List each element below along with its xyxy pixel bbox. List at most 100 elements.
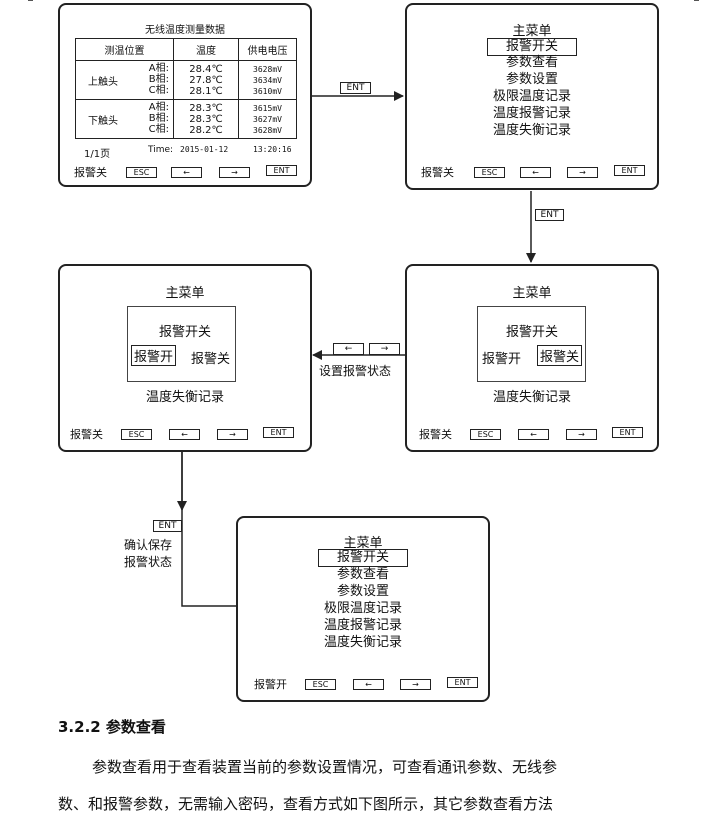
row-label-upper: 上触头 (88, 77, 118, 88)
paragraph-line-2: 数、和报警参数，无需输入密码，查看方式如下图所示，其它参数查看方法 (58, 795, 554, 813)
menu-title: 主菜单 (512, 24, 552, 39)
menu-item-param-view[interactable]: 参数查看 (336, 567, 389, 582)
upper-temp-c: 28.1℃ (189, 85, 223, 97)
panel-temperature-data: 无线温度测量数据 测温位置 温度 供电电压 上触头 A相: B相: C相: 28… (58, 3, 312, 187)
ent-button[interactable]: ENT (263, 427, 294, 438)
menu-item-temp-alarm[interactable]: 温度报警记录 (323, 618, 402, 633)
time-value: 13:20:16 (253, 145, 292, 154)
arrow1-ent-key: ENT (340, 82, 371, 94)
esc-button[interactable]: ESC (126, 167, 157, 178)
panel-alarm-switch-off: 主菜单 报警开关 报警开 报警关 温度失衡记录 报警关 ESC ← → ENT (405, 264, 659, 452)
top-rule-right (694, 0, 699, 1)
alarm-switch-dialog (477, 306, 586, 382)
menu-title: 主菜单 (512, 286, 552, 301)
arrow4-label-line1: 确认保存 (124, 538, 173, 552)
ent-button[interactable]: ENT (266, 165, 297, 176)
page-indicator: 1/1页 (84, 149, 111, 160)
menu-title: 主菜单 (343, 536, 383, 551)
panel-alarm-switch-on: 主菜单 报警开关 报警开 报警关 温度失衡记录 报警关 ESC ← → ENT (58, 264, 312, 452)
arrow3-label: 设置报警状态 (319, 364, 392, 378)
col-header-position: 测温位置 (75, 38, 174, 61)
arrow3-left-key: ← (333, 343, 364, 355)
alarm-status-label: 报警关 (421, 166, 454, 179)
ent-button[interactable]: ENT (447, 677, 478, 688)
dialog-title: 报警开关 (158, 325, 211, 340)
lower-temp-a: 28.3℃ (189, 102, 223, 114)
alarm-switch-dialog (127, 306, 236, 382)
option-alarm-on[interactable]: 报警开 (131, 345, 177, 366)
upper-phase-b: B相: (148, 74, 169, 85)
lower-volt-c: 3628mV (253, 125, 282, 135)
alarm-status-label: 报警开 (254, 678, 287, 691)
upper-volt-a: 3628mV (253, 64, 282, 74)
arrow3-right-key: → (369, 343, 400, 355)
row-label-lower: 下触头 (88, 116, 118, 127)
menu-item-alarm-switch[interactable]: 报警开关 (486, 38, 577, 56)
menu-item-param-set[interactable]: 参数设置 (336, 584, 389, 599)
temperature-table: 测温位置 温度 供电电压 上触头 A相: B相: C相: 28.4℃ 27.8℃… (75, 38, 297, 139)
esc-button[interactable]: ESC (121, 429, 152, 440)
right-arrow-button[interactable]: → (219, 167, 250, 178)
col-header-voltage: 供电电压 (238, 38, 297, 61)
upper-temp-b: 27.8℃ (189, 74, 223, 86)
top-rule-left (28, 0, 33, 1)
alarm-status-label: 报警关 (74, 166, 107, 179)
left-arrow-button[interactable]: ← (171, 167, 202, 178)
lower-volt-a: 3615mV (253, 103, 282, 113)
section-heading: 3.2.2 参数查看 (58, 718, 166, 736)
dialog-title: 报警开关 (505, 325, 558, 340)
esc-button[interactable]: ESC (305, 679, 336, 690)
upper-temp-a: 28.4℃ (189, 63, 223, 75)
menu-item-param-set[interactable]: 参数设置 (505, 72, 558, 87)
lower-volt-b: 3627mV (253, 114, 282, 124)
panel-main-menu-2: 主菜单 报警开关 参数查看 参数设置 极限温度记录 温度报警记录 温度失衡记录 … (236, 516, 490, 702)
lower-temp-b: 28.3℃ (189, 113, 223, 125)
left-arrow-button[interactable]: ← (353, 679, 384, 690)
col-header-temperature: 温度 (173, 38, 239, 61)
arrow4-label-line2: 报警状态 (124, 555, 173, 569)
panel-main-menu-1: 主菜单 报警开关 参数查看 参数设置 极限温度记录 温度报警记录 温度失衡记录 … (405, 3, 659, 190)
option-alarm-off[interactable]: 报警关 (537, 345, 583, 366)
ent-button[interactable]: ENT (612, 427, 643, 438)
menu-item-limit-temp[interactable]: 极限温度记录 (492, 89, 571, 104)
lower-phase-a: A相: (148, 102, 169, 113)
option-alarm-on[interactable]: 报警开 (482, 352, 522, 367)
line-panel4-to-panel5 (181, 451, 236, 607)
panel1-title: 无线温度测量数据 (145, 25, 225, 36)
menu-item-temp-imbalance[interactable]: 温度失衡记录 (323, 635, 402, 650)
lower-temp-c: 28.2℃ (189, 124, 223, 136)
time-label: Time: (148, 145, 174, 155)
menu-item-param-view[interactable]: 参数查看 (505, 55, 558, 70)
date-value: 2015-01-12 (180, 145, 229, 154)
alarm-status-label: 报警关 (70, 428, 103, 441)
ent-button[interactable]: ENT (614, 165, 645, 176)
left-arrow-button[interactable]: ← (518, 429, 549, 440)
arrow4-ent-key: ENT (153, 520, 182, 532)
upper-volt-b: 3634mV (253, 75, 282, 85)
menu-item-temp-imbalance[interactable]: 温度失衡记录 (492, 123, 571, 138)
menu-item-limit-temp[interactable]: 极限温度记录 (323, 601, 402, 616)
menu-title: 主菜单 (165, 286, 205, 301)
menu-item-temp-imbalance[interactable]: 温度失衡记录 (492, 390, 571, 405)
menu-item-temp-alarm[interactable]: 温度报警记录 (492, 106, 571, 121)
upper-volt-c: 3610mV (253, 86, 282, 96)
left-arrow-button[interactable]: ← (520, 167, 551, 178)
menu-item-alarm-switch[interactable]: 报警开关 (317, 549, 408, 567)
left-arrow-button[interactable]: ← (169, 429, 200, 440)
esc-button[interactable]: ESC (470, 429, 501, 440)
right-arrow-button[interactable]: → (566, 429, 597, 440)
lower-phase-c: C相: (148, 124, 169, 135)
right-arrow-button[interactable]: → (400, 679, 431, 690)
menu-item-temp-imbalance[interactable]: 温度失衡记录 (145, 390, 224, 405)
arrow2-ent-key: ENT (535, 209, 564, 221)
upper-phase-c: C相: (148, 85, 169, 96)
option-alarm-off[interactable]: 报警关 (191, 352, 231, 367)
esc-button[interactable]: ESC (474, 167, 505, 178)
right-arrow-button[interactable]: → (217, 429, 248, 440)
right-arrow-button[interactable]: → (567, 167, 598, 178)
alarm-status-label: 报警关 (419, 428, 452, 441)
paragraph-line-1: 参数查看用于查看装置当前的参数设置情况，可查看通讯参数、无线参 (92, 758, 558, 776)
upper-phase-a: A相: (148, 63, 169, 74)
lower-phase-b: B相: (148, 113, 169, 124)
